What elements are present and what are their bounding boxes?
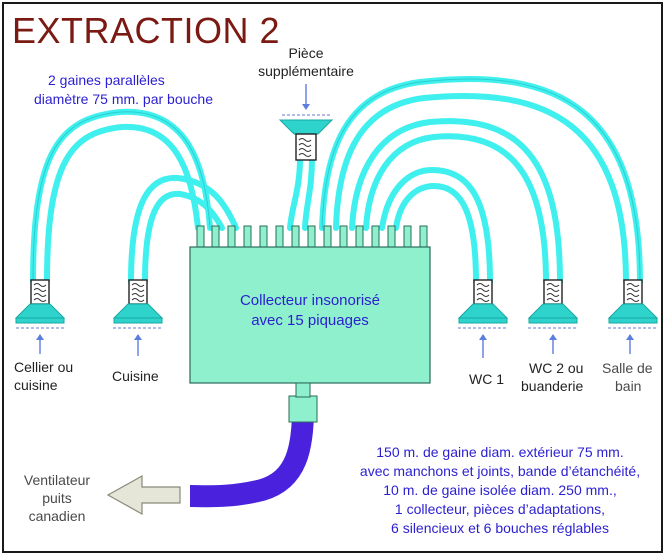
ducts-note-line1: 2 gaines parallèles [48,72,165,88]
materials-line3: 10 m. de gaine isolée diam. 250 mm., [383,482,617,498]
page-title: EXTRACTION 2 [12,10,281,51]
vent-salle-bain [608,279,658,354]
extra-room-label-line2: supplémentaire [258,63,354,79]
ventilateur-label-line2: puits [42,490,72,506]
salle-bain-label-line2: bain [615,378,642,394]
vent-wc1 [458,279,508,358]
materials-line4: 1 collecteur, pièces d’adaptations, [394,501,606,517]
wc2-label-line2: buanderie [521,378,584,394]
main-duct-connector [288,395,318,423]
extra-room-vent [278,84,334,161]
materials-line1: 150 m. de gaine diam. extérieur 75 mm. [376,444,624,460]
vent-mouth-icon [278,119,334,135]
salle-bain-label-line1: Salle de [602,360,653,376]
main-duct-collar [295,382,311,398]
cellier-label-line2: cuisine [14,377,58,393]
collector-piquages [196,225,428,249]
materials-line2: avec manchons et joints, bande d’étanché… [359,463,641,479]
outflow-arrow-icon [106,474,181,516]
cuisine-label: Cuisine [112,368,159,384]
ducts [30,76,643,285]
ventilateur-label-line3: canadien [28,508,86,524]
collector-label-line2: avec 15 piquages [251,312,369,329]
vent-cellier [15,279,66,354]
extra-room-label-line1: Pièce [288,45,324,61]
wc2-label-line1: WC 2 ou [529,360,584,376]
vent-cuisine [113,279,163,356]
main-duct [189,399,315,508]
cellier-label-line1: Cellier ou [14,359,74,375]
ducts-note-line2: diamètre 75 mm. par bouche [34,91,213,107]
collector-box [189,246,431,384]
airflow-arrow-icon [302,104,310,110]
vent-wc2 [528,279,578,354]
materials-line5: 6 silencieux et 6 bouches réglables [391,520,609,536]
wc1-label: WC 1 [469,371,504,387]
ventilateur-label-line1: Ventilateur [23,472,91,488]
collector-label-line1: Collecteur insonorisé [239,292,381,309]
